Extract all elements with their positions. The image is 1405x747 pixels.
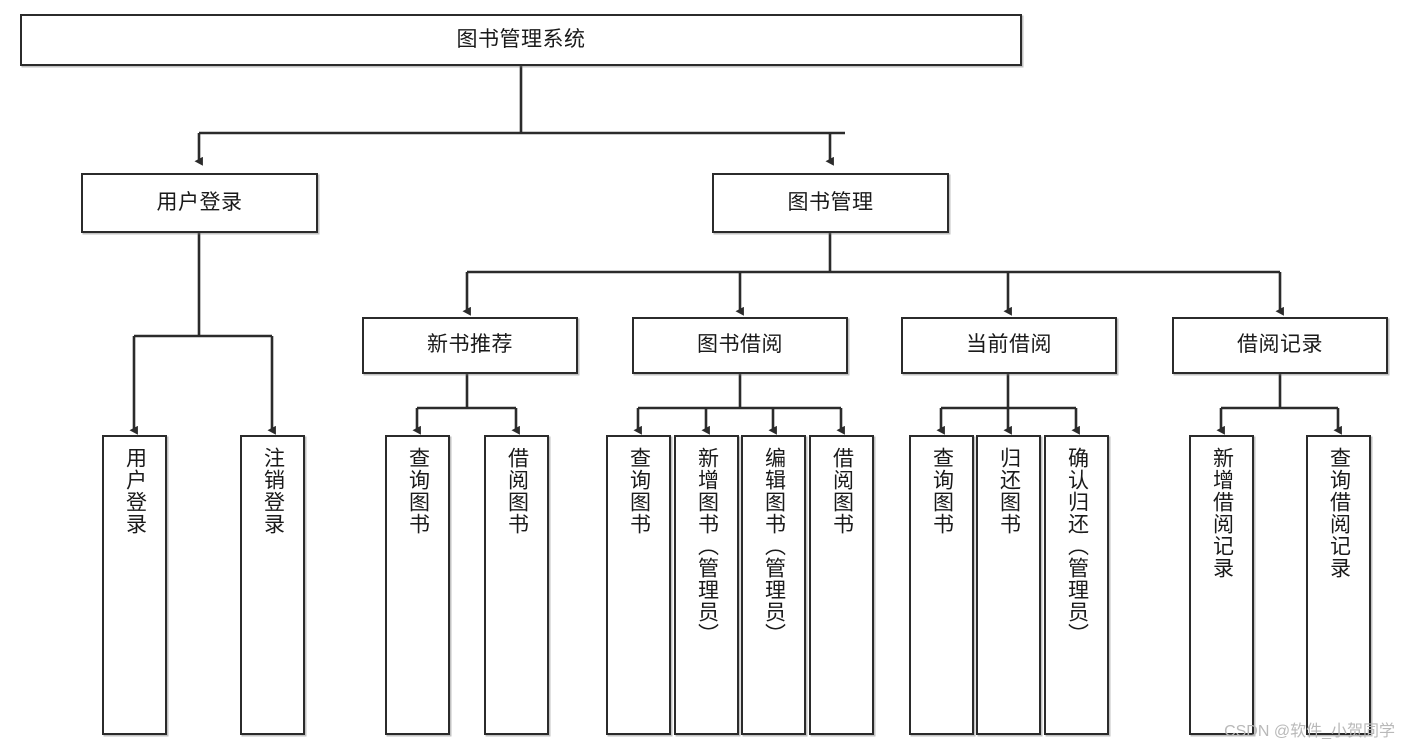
node-leaf-query-record-label: 查询借阅记录 — [1327, 447, 1351, 579]
node-leaf-user-logout-label: 注销登录 — [261, 447, 285, 535]
node-leaf-return-book[interactable]: 归还图书 — [976, 435, 1041, 735]
node-book-manage-label: 图书管理 — [787, 190, 874, 214]
node-leaf-borrow-book-2[interactable]: 借阅图书 — [809, 435, 874, 735]
node-leaf-query-book-1[interactable]: 查询图书 — [385, 435, 450, 735]
node-leaf-query-book-2[interactable]: 查询图书 — [606, 435, 671, 735]
node-book-manage[interactable]: 图书管理 — [712, 173, 949, 233]
node-user-login[interactable]: 用户登录 — [81, 173, 318, 233]
node-leaf-edit-book-label: 编辑图书（管理员） — [762, 447, 786, 645]
node-leaf-add-record[interactable]: 新增借阅记录 — [1189, 435, 1254, 735]
node-current-borrow-label: 当前借阅 — [966, 333, 1052, 357]
node-leaf-query-book-3[interactable]: 查询图书 — [909, 435, 974, 735]
node-root[interactable]: 图书管理系统 — [20, 14, 1022, 66]
node-leaf-query-book-2-label: 查询图书 — [627, 447, 651, 535]
node-leaf-add-book[interactable]: 新增图书（管理员） — [674, 435, 739, 735]
node-leaf-query-record[interactable]: 查询借阅记录 — [1306, 435, 1371, 735]
node-leaf-borrow-book-1[interactable]: 借阅图书 — [484, 435, 549, 735]
node-leaf-return-book-label: 归还图书 — [997, 447, 1021, 535]
node-user-login-label: 用户登录 — [156, 190, 243, 214]
node-leaf-edit-book[interactable]: 编辑图书（管理员） — [741, 435, 806, 735]
node-leaf-borrow-book-1-label: 借阅图书 — [505, 447, 529, 535]
node-leaf-user-logout[interactable]: 注销登录 — [240, 435, 305, 735]
node-new-book-recommend[interactable]: 新书推荐 — [362, 317, 578, 374]
node-leaf-confirm-return-label: 确认归还（管理员） — [1065, 447, 1089, 645]
node-current-borrow[interactable]: 当前借阅 — [901, 317, 1117, 374]
node-leaf-user-login[interactable]: 用户登录 — [102, 435, 167, 735]
node-book-borrow[interactable]: 图书借阅 — [632, 317, 848, 374]
node-leaf-borrow-book-2-label: 借阅图书 — [830, 447, 854, 535]
node-leaf-query-book-1-label: 查询图书 — [406, 447, 430, 535]
node-new-book-recommend-label: 新书推荐 — [427, 333, 513, 357]
node-leaf-add-record-label: 新增借阅记录 — [1210, 447, 1234, 579]
csdn-watermark: CSDN @软件_小贺同学 — [1224, 723, 1395, 740]
node-root-label: 图书管理系统 — [456, 27, 586, 51]
node-borrow-record[interactable]: 借阅记录 — [1172, 317, 1388, 374]
node-leaf-confirm-return[interactable]: 确认归还（管理员） — [1044, 435, 1109, 735]
node-book-borrow-label: 图书借阅 — [697, 333, 783, 357]
node-borrow-record-label: 借阅记录 — [1237, 333, 1323, 357]
node-leaf-query-book-3-label: 查询图书 — [930, 447, 954, 535]
node-leaf-add-book-label: 新增图书（管理员） — [695, 447, 719, 645]
node-leaf-user-login-label: 用户登录 — [123, 447, 147, 535]
